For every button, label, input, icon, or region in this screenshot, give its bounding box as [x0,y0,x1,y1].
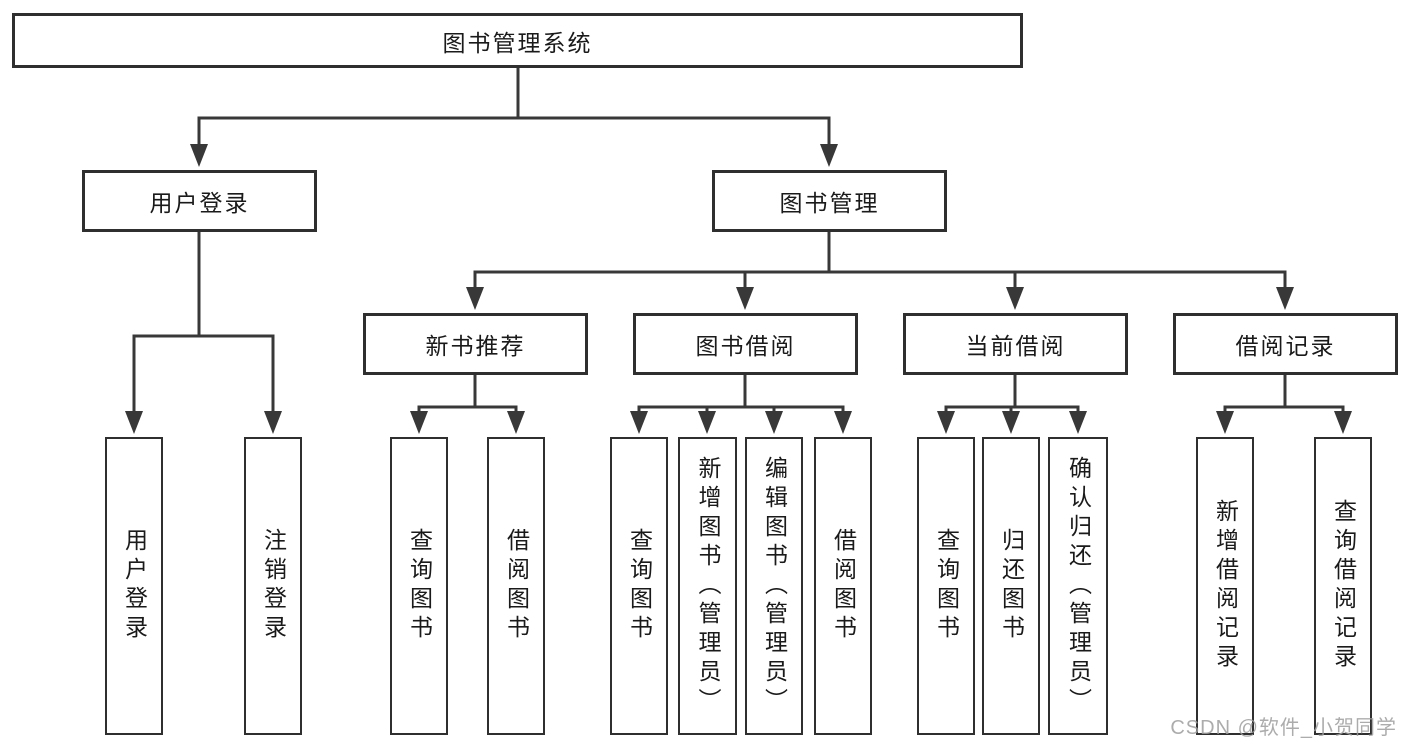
node-new-book-recommendation: 新书推荐 [363,313,588,375]
leaf-current-return-books: 归还图书 [982,437,1040,735]
leaf-user-login-label: 用户登录 [121,528,148,644]
node-borrowing-records: 借阅记录 [1173,313,1398,375]
leaf-current-confirm-return-admin: 确认归还（管理员） [1048,437,1108,735]
leaf-borrow-edit-books-admin-label: 编辑图书（管理员） [761,455,788,717]
node-root-label: 图书管理系统 [442,29,593,56]
leaf-records-add-borrow-record-label: 新增借阅记录 [1212,499,1239,673]
leaf-current-query-books-label: 查询图书 [933,528,960,644]
leaf-recommend-borrow-books: 借阅图书 [487,437,545,735]
leaf-current-query-books: 查询图书 [917,437,975,735]
leaf-logout-login-label: 注销登录 [260,528,287,644]
node-borrowing-records-label: 借阅记录 [1235,333,1336,359]
node-current-borrowing: 当前借阅 [903,313,1128,375]
node-book-borrowing-label: 图书借阅 [695,333,796,359]
leaf-recommend-query-books: 查询图书 [390,437,448,735]
arrowheads [125,144,1352,434]
leaf-records-add-borrow-record: 新增借阅记录 [1196,437,1254,735]
leaf-user-login: 用户登录 [105,437,163,735]
node-book-management-label: 图书管理 [779,190,880,216]
node-book-management: 图书管理 [712,170,947,232]
connector-path [132,68,1345,412]
leaf-recommend-query-books-label: 查询图书 [406,528,433,644]
node-user-login-label: 用户登录 [149,190,250,216]
leaf-current-confirm-return-admin-label: 确认归还（管理员） [1065,455,1092,717]
node-book-borrowing: 图书借阅 [633,313,858,375]
leaf-borrow-add-books-admin-label: 新增图书（管理员） [695,455,721,717]
leaf-borrow-edit-books-admin: 编辑图书（管理员） [745,437,803,735]
leaf-borrow-add-books-admin: 新增图书（管理员） [678,437,737,735]
leaf-borrow-query-books-label: 查询图书 [626,528,653,644]
node-root-system: 图书管理系统 [12,13,1023,68]
leaf-borrow-borrow-books-label: 借阅图书 [830,528,857,644]
leaf-borrow-query-books: 查询图书 [610,437,668,735]
leaf-records-query-borrow-record: 查询借阅记录 [1314,437,1372,735]
leaf-records-query-borrow-record-label: 查询借阅记录 [1330,499,1357,673]
leaf-borrow-borrow-books: 借阅图书 [814,437,872,735]
leaf-current-return-books-label: 归还图书 [998,528,1025,644]
node-new-book-recommendation-label: 新书推荐 [425,333,526,359]
leaf-recommend-borrow-books-label: 借阅图书 [503,528,530,644]
leaf-logout-login: 注销登录 [244,437,302,735]
node-current-borrowing-label: 当前借阅 [965,333,1066,359]
node-user-login: 用户登录 [82,170,317,232]
watermark: CSDN @软件_小贺同学 [1170,717,1397,739]
